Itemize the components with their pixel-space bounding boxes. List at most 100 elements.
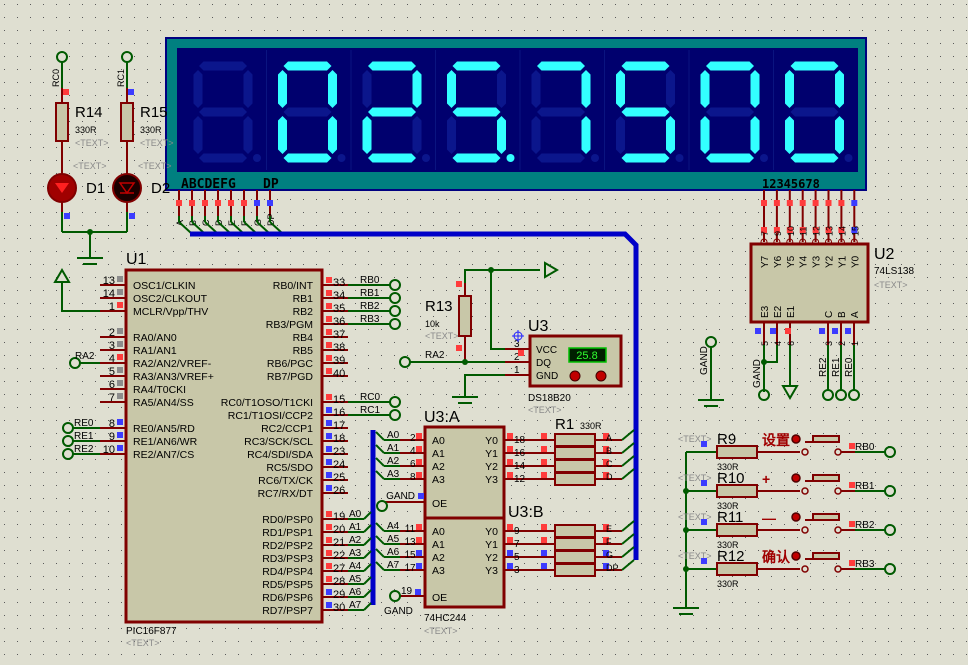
pin-number: 8 — [410, 472, 416, 483]
pin-name: Y3 — [485, 565, 498, 577]
switch-actuator-icon[interactable] — [791, 512, 801, 522]
pin-state-marker — [128, 89, 134, 95]
segment-b — [412, 70, 422, 108]
net-terminal-re2[interactable] — [822, 389, 834, 401]
pin-name: Y2 — [485, 552, 498, 564]
pin-name: VCC — [536, 345, 557, 356]
temperature-down-button[interactable] — [569, 370, 581, 382]
resistor-r14[interactable] — [55, 102, 69, 142]
resistor-pack-r1[interactable] — [554, 433, 596, 447]
net-terminal-rb0[interactable] — [884, 446, 896, 458]
wire — [490, 270, 505, 350]
resistor-pack-r1[interactable] — [554, 563, 596, 577]
pin-number: 9 — [773, 231, 783, 236]
net-terminal-rc0[interactable] — [389, 396, 401, 408]
net-terminal-rb2[interactable] — [884, 524, 896, 536]
pin-state-marker — [416, 433, 422, 439]
pin-state-marker — [416, 537, 422, 543]
pin-state-marker — [117, 341, 123, 347]
net-label: A1 — [387, 443, 400, 454]
segment-f — [362, 70, 372, 108]
resistor-ref: R11 — [717, 509, 743, 526]
pin-state-marker — [326, 576, 332, 582]
display-digit-6 — [604, 50, 684, 170]
net-terminal-re1[interactable] — [835, 389, 847, 401]
pin-number: 2 — [109, 327, 115, 339]
net-terminal-re0[interactable] — [848, 389, 860, 401]
resistor-r13[interactable] — [458, 295, 472, 337]
pin-name: RC4/SDI/SDA — [247, 449, 313, 461]
segment-a — [790, 61, 839, 71]
led-icon[interactable] — [112, 173, 142, 203]
temperature-up-button[interactable] — [595, 370, 607, 382]
net-terminal-rb0[interactable] — [389, 279, 401, 291]
keypad-buttons[interactable]: RB0<TEXT>R9330R设置RB1<TEXT>R10330R+RB2<TE… — [673, 431, 896, 615]
pin-state-marker — [326, 368, 332, 374]
switch-actuator-icon[interactable] — [791, 473, 801, 483]
pin-state-marker — [416, 472, 422, 478]
net-terminal-rb3[interactable] — [389, 318, 401, 330]
net-terminal-rb3[interactable] — [884, 563, 896, 575]
segment-dp — [844, 154, 853, 162]
net-terminal-rb1[interactable] — [884, 485, 896, 497]
pin-number: 17 — [333, 420, 345, 432]
pin-number: 19 — [401, 586, 413, 597]
segment-g — [537, 107, 585, 117]
resistor-pack-r1[interactable] — [554, 446, 596, 460]
net-terminal-rc1[interactable] — [389, 409, 401, 421]
net-terminal-gand[interactable] — [389, 590, 401, 602]
u2-74ls138[interactable]: U274LS138<TEXT>Y77Y69Y510Y411Y312Y213Y11… — [698, 226, 914, 407]
net-terminal-rb1[interactable] — [389, 292, 401, 304]
resistor-value: 330R — [717, 579, 739, 589]
ds18b20-circuit[interactable]: R1310k<TEXT>RA23VCC2DQ1GND25.8U3DS18B20<… — [399, 261, 623, 415]
pin-state-marker — [326, 303, 332, 309]
resistor-r15[interactable] — [120, 102, 134, 142]
pin-number: 3 — [514, 339, 520, 350]
net-terminal-gand[interactable] — [376, 500, 388, 512]
pin-name: E2 — [773, 305, 784, 318]
net-label: A2 — [387, 456, 400, 467]
pin-number: 4 — [773, 341, 783, 346]
pin-state-marker — [326, 472, 332, 478]
net-label: RC1 — [116, 69, 126, 87]
pin-state-marker — [117, 445, 123, 451]
text-placeholder: <TEXT> — [874, 280, 908, 290]
switch-actuator-icon[interactable] — [791, 434, 801, 444]
pin-state-marker — [117, 380, 123, 386]
resistor-pack-r1[interactable] — [554, 550, 596, 564]
pin-name: MCLR/Vpp/THV — [133, 306, 208, 318]
pin-number: 23 — [333, 446, 345, 458]
pin-state-marker — [326, 316, 332, 322]
bus-entry — [178, 221, 192, 234]
pin-name: RA1/AN1 — [133, 345, 177, 357]
switch-actuator-icon[interactable] — [791, 551, 801, 561]
segment-g — [368, 107, 416, 117]
pin-number: 11 — [405, 524, 416, 535]
net-terminal-gand[interactable] — [758, 389, 770, 401]
resistor-pack-r1[interactable] — [554, 472, 596, 486]
segment-e — [278, 116, 287, 154]
pin-state-marker — [761, 227, 767, 233]
resistor-pack-r1[interactable] — [554, 459, 596, 473]
net-terminal-rb2[interactable] — [389, 305, 401, 317]
pin-state-marker — [541, 537, 547, 543]
bus-entry — [217, 221, 231, 234]
segment-e — [447, 116, 456, 154]
pin-name: A — [850, 311, 861, 318]
pin-state-marker — [326, 459, 332, 465]
resistor-pack-r1[interactable] — [554, 537, 596, 551]
pin-name: A0 — [432, 526, 445, 538]
pin-state-marker — [603, 459, 609, 465]
resistor-pack-r1[interactable] — [554, 524, 596, 538]
resistor-ref: R15 — [140, 104, 168, 121]
segment-dp — [337, 154, 346, 162]
